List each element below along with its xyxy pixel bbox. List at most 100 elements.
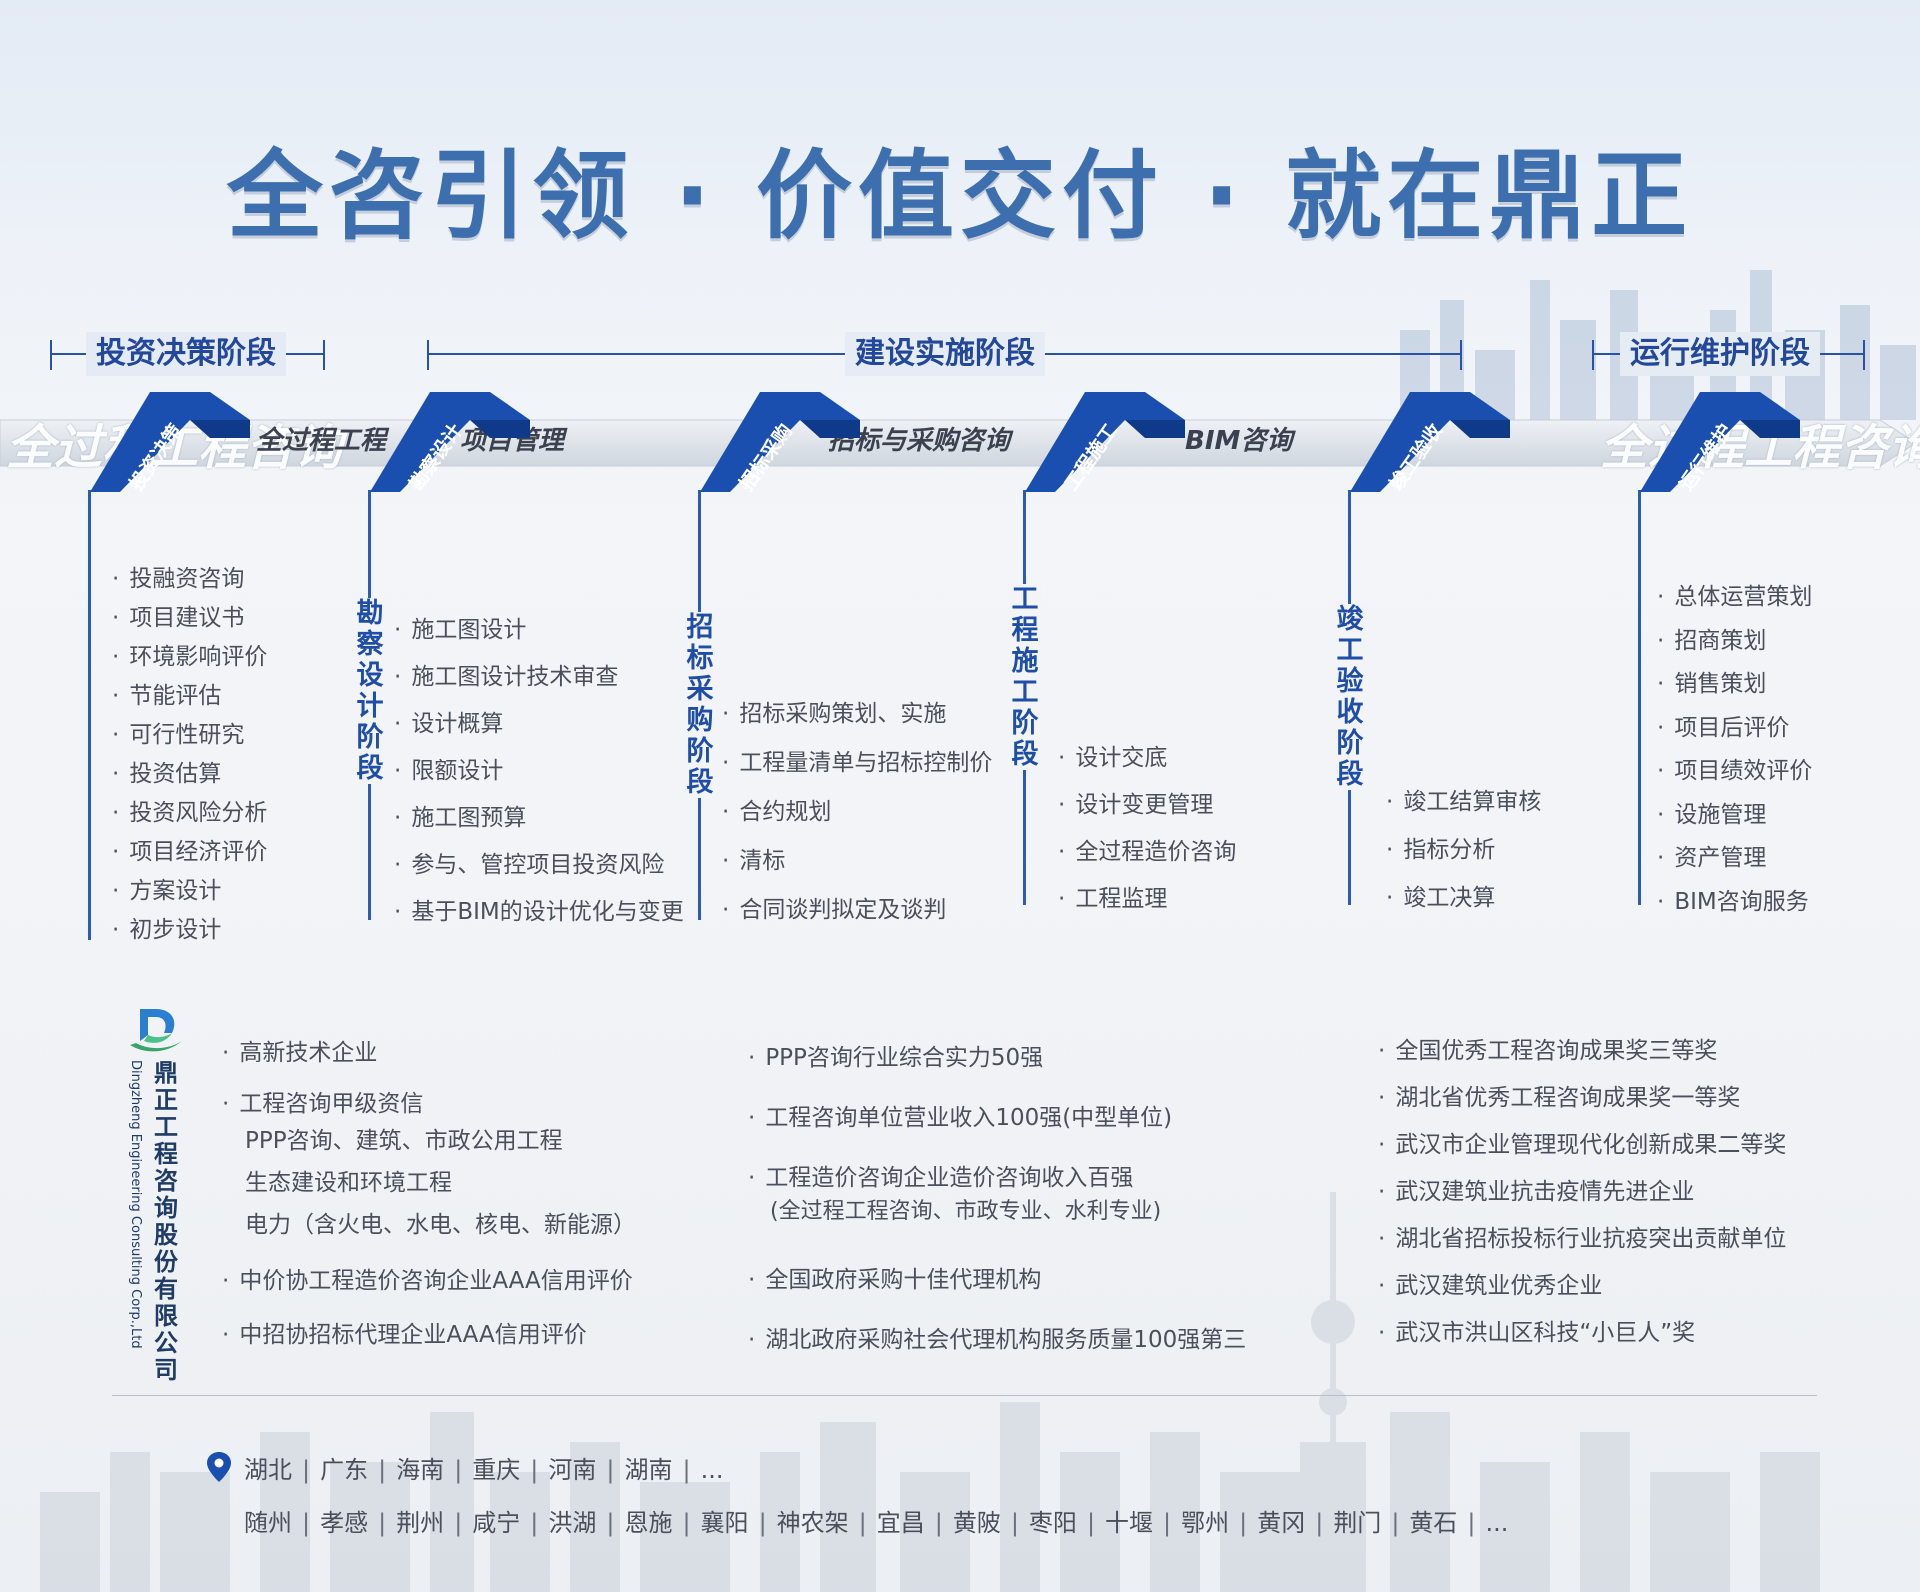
honors-col2-bottom: 全国政府采购十佳代理机构 湖北政府采购社会代理机构服务质量100强第三: [748, 1250, 1246, 1370]
list-item: 湖北省优秀工程咨询成果奖一等奖: [1378, 1075, 1786, 1122]
provinces-item: 湖北: [244, 1456, 292, 1484]
company-logo-icon: [130, 1009, 182, 1052]
list-item: 竣工结算审核: [1386, 778, 1541, 826]
list-item: 全国优秀工程咨询成果奖三等奖: [1378, 1028, 1786, 1075]
list-item: 竣工决算: [1386, 874, 1541, 922]
stage-line-operate: [1638, 490, 1641, 905]
separator: |: [1391, 1509, 1400, 1537]
honors-col1-sub: PPP咨询、建筑、市政公用工程 生态建设和环境工程 电力（含火电、水电、核电、新…: [245, 1120, 636, 1246]
page-title: 全咨引领 · 价值交付 · 就在鼎正: [226, 140, 1694, 252]
cities-item: 荆州: [396, 1509, 445, 1537]
separator: |: [758, 1509, 767, 1537]
list-item: 工程量清单与招标控制价: [722, 739, 992, 788]
stage-line-invest: [88, 490, 91, 940]
band-label-bim-consulting: BIM咨询: [1185, 426, 1293, 456]
separator: |: [302, 1456, 311, 1484]
list-item: BIM咨询服务: [1657, 881, 1812, 925]
cities-item: 神农架: [776, 1509, 849, 1537]
separator: |: [454, 1509, 463, 1537]
cities-item: 荆门: [1333, 1509, 1382, 1537]
skyline-bottom-decoration: [40, 1192, 1820, 1592]
phase-operate-label: 运行维护阶段: [1620, 332, 1820, 376]
cities-item: 随州: [244, 1509, 292, 1537]
list-item: 资产管理: [1657, 837, 1812, 881]
separator: |: [1467, 1509, 1476, 1537]
provinces-item: 河南: [548, 1456, 597, 1484]
separator: |: [1315, 1509, 1324, 1537]
list-item: 合约规划: [722, 788, 992, 837]
list-survey: 施工图设计 施工图设计技术审查 设计概算 限额设计 施工图预算 参与、管控项目投…: [394, 607, 684, 936]
cities-item: 黄石: [1409, 1509, 1458, 1537]
phase-invest-label: 投资决策阶段: [86, 332, 286, 376]
separator: |: [530, 1456, 539, 1484]
list-item: 初步设计: [112, 911, 267, 950]
cities-item: 襄阳: [700, 1509, 749, 1537]
phase-operate: 运行维护阶段: [1592, 332, 1865, 376]
separator: |: [606, 1456, 615, 1484]
more-indicator: ...: [700, 1456, 724, 1484]
list-item: 全国政府采购十佳代理机构: [748, 1250, 1246, 1310]
separator: |: [302, 1509, 311, 1537]
cities-item: 鄂州: [1181, 1509, 1230, 1537]
list-item: 武汉市洪山区科技“小巨人”奖: [1378, 1310, 1786, 1357]
list-item: 施工图设计: [394, 607, 684, 654]
provinces-item: 重庆: [472, 1456, 521, 1484]
provinces-item: 湖南: [624, 1456, 673, 1484]
list-item: 武汉市企业管理现代化创新成果二等奖: [1378, 1122, 1786, 1169]
separator: |: [682, 1456, 691, 1484]
list-item: 项目经济评价: [112, 833, 267, 872]
vlabel-construction: 工程施工阶段: [1008, 584, 1042, 770]
cities-item: 咸宁: [472, 1509, 521, 1537]
divider: [112, 1395, 1817, 1396]
cities-item: 洪湖: [548, 1509, 597, 1537]
list-item: 节能评估: [112, 677, 267, 716]
list-item: 项目绩效评价: [1657, 750, 1812, 794]
list-item: 方案设计: [112, 872, 267, 911]
cities-item: 十堰: [1105, 1509, 1154, 1537]
honors-col1-top: 高新技术企业 工程咨询甲级资信: [222, 1028, 423, 1130]
cities-item: 黄冈: [1257, 1509, 1306, 1537]
location-pin-icon: [207, 1452, 231, 1482]
separator: |: [682, 1509, 691, 1537]
list-item: 项目建议书: [112, 599, 267, 638]
separator: |: [934, 1509, 943, 1537]
stage-tabs: [90, 392, 1800, 492]
list-item: 销售策划: [1657, 663, 1812, 707]
honors-col2-top: PPP咨询行业综合实力50强 工程咨询单位营业收入100强(中型单位) 工程造价…: [748, 1028, 1172, 1208]
phase-build: 建设实施阶段: [427, 332, 1462, 376]
list-item: 武汉建筑业优秀企业: [1378, 1263, 1786, 1310]
list-item: 湖北政府采购社会代理机构服务质量100强第三: [748, 1310, 1246, 1370]
separator: |: [1239, 1509, 1248, 1537]
list-invest: 投融资咨询 项目建议书 环境影响评价 节能评估 可行性研究 投资估算 投资风险分…: [112, 560, 267, 950]
list-item: 招标采购策划、实施: [722, 690, 992, 739]
separator: |: [1010, 1509, 1019, 1537]
separator: |: [454, 1456, 463, 1484]
cities-item: 枣阳: [1028, 1509, 1077, 1537]
list-item: 招商策划: [1657, 620, 1812, 664]
list-item: 设施管理: [1657, 794, 1812, 838]
list-item: 工程监理: [1058, 876, 1236, 923]
cities-item: 恩施: [624, 1509, 673, 1537]
list-item: 设计交底: [1058, 735, 1236, 782]
list-item: 武汉建筑业抗击疫情先进企业: [1378, 1169, 1786, 1216]
list-item: 项目后评价: [1657, 707, 1812, 751]
list-acceptance: 竣工结算审核 指标分析 竣工决算: [1386, 778, 1541, 922]
honors-col1-bottom: 中价协工程造价咨询企业AAA信用评价 中招协招标代理企业AAA信用评价: [222, 1254, 632, 1362]
honor-sub-line: 生态建设和环境工程: [245, 1170, 452, 1196]
list-construction: 设计交底 设计变更管理 全过程造价咨询 工程监理: [1058, 735, 1236, 923]
list-item: 工程咨询单位营业收入100强(中型单位): [748, 1088, 1172, 1148]
cities-item: 黄陂: [952, 1509, 1001, 1537]
more-indicator: ...: [1485, 1509, 1509, 1537]
list-item: 施工图设计技术审查: [394, 654, 684, 701]
list-item: 全过程造价咨询: [1058, 829, 1236, 876]
list-item: 工程咨询甲级资信: [222, 1079, 423, 1130]
list-item: 投资估算: [112, 755, 267, 794]
list-item: 基于BIM的设计优化与变更: [394, 889, 683, 936]
list-item: 总体运营策划: [1657, 576, 1812, 620]
list-item: 高新技术企业: [222, 1028, 423, 1079]
list-item: 投融资咨询: [112, 560, 267, 599]
phase-build-label: 建设实施阶段: [845, 332, 1045, 376]
list-item: 投资风险分析: [112, 794, 267, 833]
band-label-full-process: 全过程工程: [256, 426, 387, 456]
list-item: 环境影响评价: [112, 638, 267, 677]
